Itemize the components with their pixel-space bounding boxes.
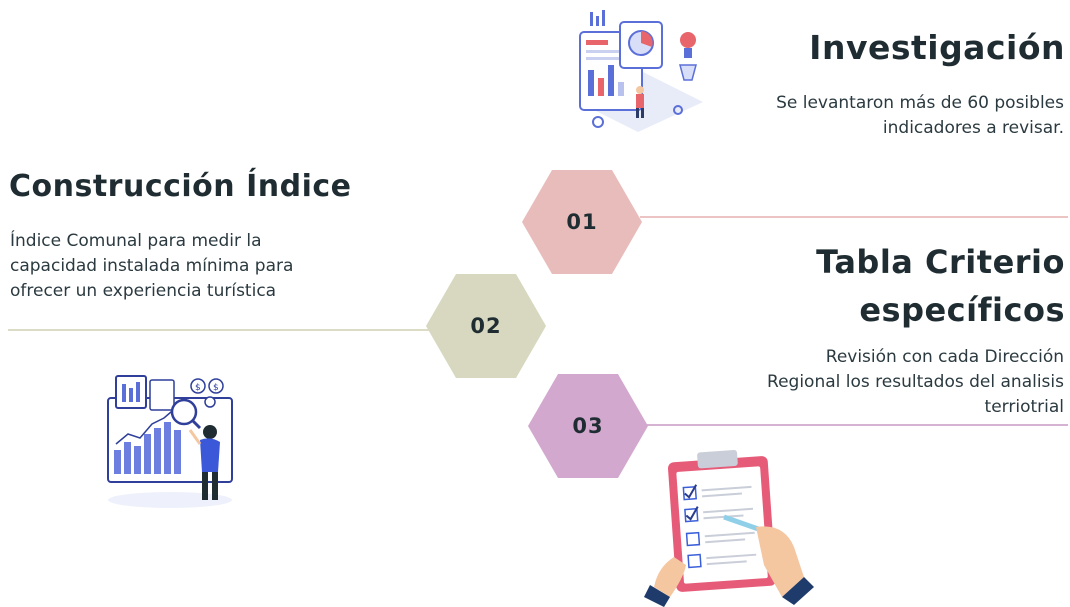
step2-title: Construcción Índice	[9, 169, 352, 204]
step3-hexagon: 03	[528, 374, 648, 478]
step2-description: Índice Comunal para medir la capacidad i…	[10, 229, 293, 304]
analyst-chart-icon: $ $	[107, 375, 233, 508]
step1-hexagon: 01	[522, 170, 642, 274]
step3-description-line: Revisión con cada Dirección	[825, 347, 1064, 367]
svg-text:$: $	[195, 383, 201, 393]
step1-description: Se levantaron más de 60 posibles indicad…	[776, 91, 1064, 141]
step2-description-line: ofrecer un experiencia turística	[10, 281, 277, 301]
svg-text:$: $	[213, 383, 219, 393]
step2-description-line: capacidad instalada mínima para	[10, 256, 294, 276]
checklist-clipboard-icon	[644, 449, 814, 607]
step1-description-line: indicadores a revisar.	[882, 118, 1064, 138]
step2-number: 02	[470, 314, 502, 338]
step2-hexagon: 02	[426, 274, 546, 378]
step3-description-line: terriotrial	[984, 397, 1064, 417]
step1-number: 01	[566, 210, 598, 234]
step3-connector-line	[640, 424, 1068, 426]
dashboard-research-icon	[578, 10, 703, 132]
step3-number: 03	[572, 414, 604, 438]
step3-description-line: Regional los resultados del analisis	[767, 372, 1064, 392]
step2-connector-line	[8, 329, 432, 331]
step1-description-line: Se levantaron más de 60 posibles	[776, 93, 1064, 113]
step1-title: Investigación	[809, 28, 1065, 67]
step3-title-line: Tabla Criterio	[816, 243, 1065, 281]
step3-title-line: específicos	[859, 291, 1065, 329]
step3-description: Revisión con cada Dirección Regional los…	[767, 345, 1064, 420]
step1-connector-line	[640, 216, 1068, 218]
step2-description-line: Índice Comunal para medir la	[10, 231, 262, 251]
step3-title: Tabla Criterio específicos	[816, 238, 1065, 334]
